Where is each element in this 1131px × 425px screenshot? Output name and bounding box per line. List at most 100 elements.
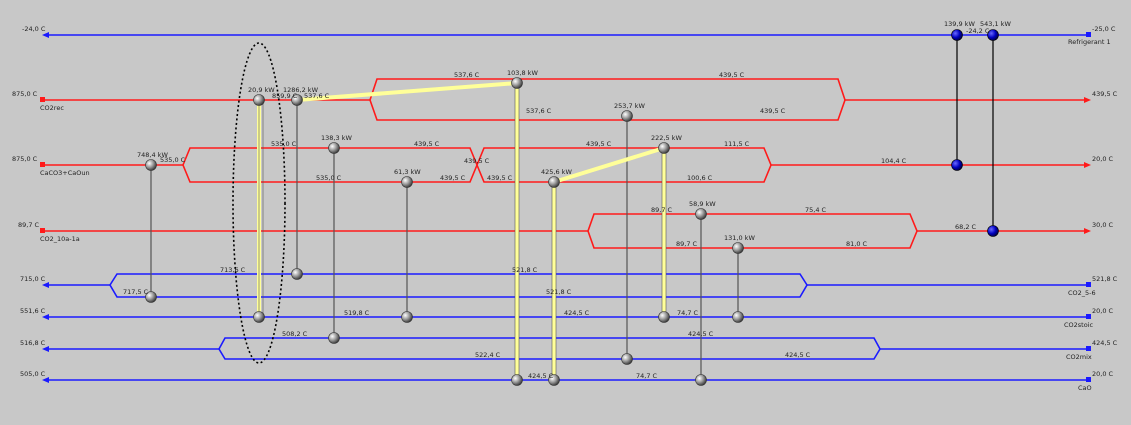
hx-ball[interactable] (145, 159, 157, 171)
hx-ball[interactable] (548, 374, 560, 386)
stream-co2mix[interactable] (42, 337, 1091, 360)
temp-label: 424,5 C (528, 372, 554, 380)
highlight-ellipse (232, 42, 286, 364)
cooler-ball[interactable] (951, 29, 963, 41)
co2-5-6-in-temp: 715,0 C (20, 275, 46, 283)
temp-label: 104,4 C (881, 157, 907, 165)
duty-label: 20,9 kW (248, 86, 275, 94)
hx-ball[interactable] (401, 311, 413, 323)
stream-refrigerant[interactable] (42, 32, 1091, 38)
hx-ball[interactable] (621, 110, 633, 122)
stream-co2stoic[interactable] (42, 314, 1091, 320)
temp-label: 522,4 C (475, 351, 501, 359)
temp-label: 519,8 C (344, 309, 370, 317)
duty-label: 138,3 kW (321, 134, 352, 142)
cao-in-temp: 505,0 C (20, 370, 46, 378)
temp-label: 508,2 C (282, 330, 308, 338)
hx-ball[interactable] (291, 268, 303, 280)
match-hx-103-8[interactable] (514, 83, 520, 380)
hx-ball[interactable] (658, 311, 670, 323)
cooler-ball[interactable] (987, 225, 999, 237)
hx-ball[interactable] (732, 242, 744, 254)
duty-label: 61,3 kW (394, 168, 421, 176)
temp-label: -24,2 C (966, 27, 990, 35)
temp-label: 89,7 C (651, 206, 673, 214)
temp-label: 713,6 C (220, 266, 246, 274)
hx-ball[interactable] (145, 291, 157, 303)
hx-ball[interactable] (511, 77, 523, 89)
hx-ball[interactable] (732, 311, 744, 323)
co2mix-name: CO2mix (1066, 353, 1092, 361)
hx-ball[interactable] (658, 142, 670, 154)
hx-ball[interactable] (401, 176, 413, 188)
co2mix-in-temp: 516,8 C (20, 339, 46, 347)
temp-label: 439,5 C (719, 71, 745, 79)
hx-ball[interactable] (511, 374, 523, 386)
temp-label: 100,6 C (687, 174, 713, 182)
stream-co2-5-6[interactable] (42, 273, 1091, 298)
hx-ball[interactable] (328, 142, 340, 154)
co2rec-in-temp: 875,0 C (12, 90, 38, 98)
duty-label: 139,9 kW (944, 20, 975, 28)
temp-label: 439,5 C (464, 157, 490, 165)
temp-label: 74,7 C (677, 309, 699, 317)
temp-label: 439,5 C (440, 174, 466, 182)
hx-ball[interactable] (548, 176, 560, 188)
temp-label: 537,6 C (526, 107, 552, 115)
co2rec-out-temp: 439,5 C (1092, 90, 1118, 98)
refrigerant-out-temp: -25,0 C (1092, 25, 1116, 33)
hx-ball[interactable] (253, 311, 265, 323)
cooler-ball[interactable] (951, 159, 963, 171)
temp-label: 521,8 C (512, 266, 538, 274)
stream-cao[interactable] (42, 377, 1091, 383)
cooler-ball[interactable] (987, 29, 999, 41)
temp-label: 521,8 C (546, 288, 572, 296)
hx-ball[interactable] (291, 94, 303, 106)
caco3-out-temp: 20,0 C (1092, 155, 1114, 163)
co2rec-name: CO2rec (40, 104, 64, 112)
hx-balls[interactable] (145, 29, 999, 386)
temp-label: 439,5 C (586, 140, 612, 148)
co2stoic-name: CO2stoic (1064, 321, 1094, 329)
temperature-labels: -24,2 C 859,9 C 537,6 C 537,6 C 439,5 C … (123, 27, 990, 380)
temp-label: 439,5 C (760, 107, 786, 115)
hx-ball[interactable] (253, 94, 265, 106)
cao-name: CaO (1078, 384, 1092, 392)
temp-label: 68,2 C (955, 223, 977, 231)
temp-label: 439,5 C (414, 140, 440, 148)
match-connect-yellow-mid (553, 146, 665, 184)
temp-label: 81,0 C (846, 240, 868, 248)
co2-10a-in-temp: 89,7 C (18, 221, 40, 229)
temp-label: 859,9 C (272, 92, 298, 100)
temp-label: 537,6 C (454, 71, 480, 79)
temp-label: 439,5 C (487, 174, 513, 182)
stream-caco3[interactable] (40, 147, 1091, 183)
co2-10a-out-temp: 30,0 C (1092, 221, 1114, 229)
duty-label: 748,4 kW (137, 151, 168, 159)
hx-ball[interactable] (621, 353, 633, 365)
stream-co2-10a[interactable] (40, 213, 1091, 249)
temp-label: 424,5 C (688, 330, 714, 338)
co2-5-6-name: CO2_5-6 (1068, 289, 1096, 297)
temp-label: 535,0 C (160, 156, 186, 164)
hx-ball[interactable] (695, 208, 707, 220)
caco3-name: CaCO3+CaOun (40, 169, 90, 177)
duty-label: 253,7 kW (614, 102, 645, 110)
duty-label: 103,8 kW (507, 69, 538, 77)
duty-label: 222,5 kW (651, 134, 682, 142)
temp-label: 535,0 C (271, 140, 297, 148)
hx-ball[interactable] (695, 374, 707, 386)
refrigerant-name: Refrigerant 1 (1068, 38, 1111, 46)
co2stoic-in-temp: 551,6 C (20, 307, 46, 315)
temp-label: 537,6 C (304, 92, 330, 100)
temp-label: 717,5 C (123, 288, 149, 296)
match-hx-425[interactable] (551, 182, 557, 380)
stream-co2rec[interactable] (40, 78, 1091, 121)
match-connect-yellow-top (296, 81, 518, 102)
hx-ball[interactable] (328, 332, 340, 344)
temp-label: 89,7 C (676, 240, 698, 248)
match-hx-222[interactable] (661, 148, 667, 317)
match-hx-20-9[interactable] (257, 100, 264, 317)
temp-label: 74,7 C (636, 372, 658, 380)
